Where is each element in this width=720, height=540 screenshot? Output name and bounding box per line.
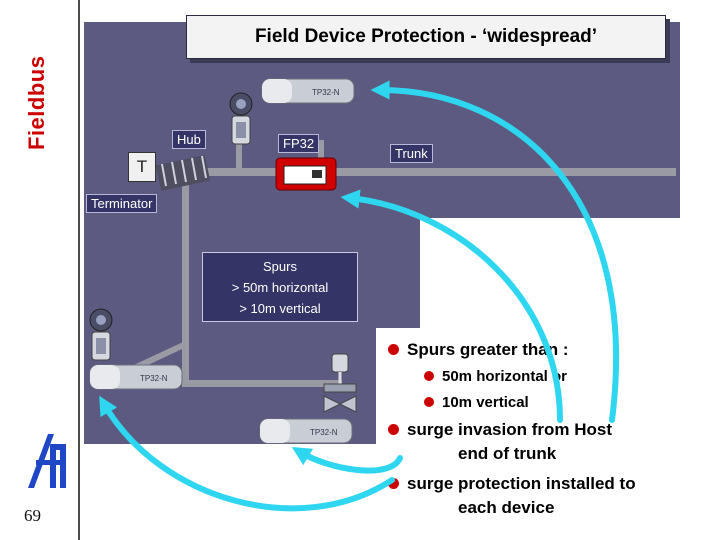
terminator-symbol: T	[128, 152, 156, 182]
svg-text:TP32-N: TP32-N	[312, 88, 340, 97]
spurs-label-line: Spurs	[263, 259, 297, 274]
note-text: surge invasion from Host	[407, 420, 612, 439]
note-text: Spurs greater than :	[407, 340, 569, 359]
svg-text:TP32-N: TP32-N	[140, 374, 168, 383]
note-subitem: 50m horizontal or	[424, 368, 567, 385]
note-subtext: 10m vertical	[442, 394, 529, 411]
hub-label: Hub	[172, 130, 206, 149]
note-continuation: each device	[458, 498, 555, 517]
note-text: surge protection installed to	[407, 474, 636, 493]
spurs-label-line: > 50m horizontal	[231, 280, 329, 295]
spur-cable-main	[182, 176, 189, 386]
bullet-dot-icon	[388, 344, 399, 355]
bullet-dot-icon	[424, 371, 434, 381]
hub-icon	[152, 150, 214, 201]
spur-cable-bottom	[182, 380, 342, 387]
page-number: 69	[24, 506, 41, 525]
note-continuation: end of trunk	[458, 444, 557, 463]
sidebar	[0, 0, 80, 540]
fp32-module-icon	[274, 156, 338, 197]
surge-protector-icon: TP32-N	[88, 362, 184, 397]
svg-text:TP32-N: TP32-N	[310, 428, 338, 437]
vertical-title: Fieldbus	[24, 55, 49, 150]
terminator-label: Terminator	[86, 194, 158, 213]
slide-title: Field Device Protection - ‘widespread’	[186, 15, 666, 59]
spur-cable-transmitter	[236, 140, 242, 170]
fp32-label: FP32	[278, 134, 320, 153]
note-item: Spurs greater than :	[388, 340, 569, 360]
surge-protector-icon: TP32-N	[260, 76, 356, 111]
note-item: surge invasion from Host	[388, 420, 612, 440]
spurs-label-line: > 10m vertical	[239, 301, 321, 316]
spurs-label-box: Spurs > 50m horizontal > 10m vertical	[202, 252, 358, 322]
spur-cable-fp32	[318, 140, 324, 170]
note-item: surge protection installed to	[388, 474, 636, 494]
valve-icon	[320, 352, 360, 421]
company-logo-icon	[26, 430, 72, 495]
notes-panel: Spurs greater than : 50m horizontal or 1…	[376, 328, 720, 540]
trunk-label: Trunk	[390, 144, 433, 163]
transmitter-icon	[86, 308, 116, 369]
transmitter-icon	[226, 92, 256, 153]
note-subtext: 50m horizontal or	[442, 368, 568, 385]
bullet-dot-icon	[388, 478, 399, 489]
bullet-dot-icon	[424, 397, 434, 407]
surge-protector-icon: TP32-N	[258, 416, 354, 451]
note-subitem: 10m vertical	[424, 394, 529, 411]
sidebar-divider	[78, 0, 80, 540]
bullet-dot-icon	[388, 424, 399, 435]
trunk-cable	[196, 168, 676, 176]
